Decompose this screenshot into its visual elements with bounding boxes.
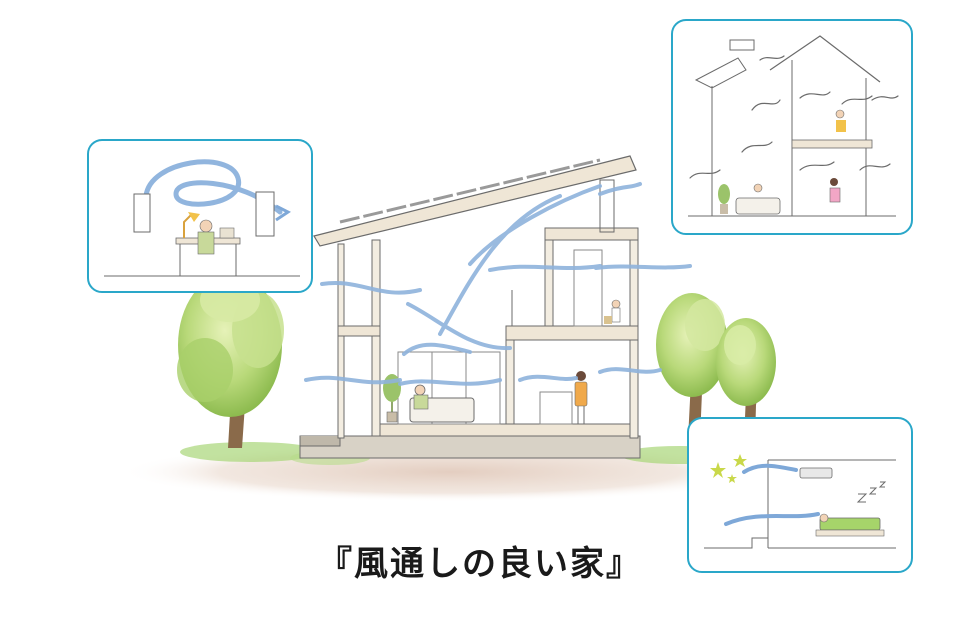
person-icon — [414, 384, 426, 396]
wind-flow — [304, 182, 692, 386]
tree-right-1 — [656, 293, 728, 440]
desk-lamp-icon — [183, 212, 200, 238]
caption-text: 風通しの良い家 — [354, 544, 606, 584]
bed-icon — [815, 517, 885, 537]
tree-right-2 — [716, 318, 776, 440]
roof-vent-icon — [729, 39, 755, 51]
inset-bedroom — [687, 417, 913, 573]
house-section — [299, 155, 641, 459]
caption-close-bracket: 』 — [606, 544, 642, 584]
inset-study-desk — [87, 139, 313, 293]
star-icon — [710, 454, 747, 483]
caption-open-bracket: 『 — [318, 544, 354, 584]
roof — [313, 155, 637, 247]
plant-icon — [718, 184, 730, 214]
tree-left — [177, 273, 284, 448]
window-icon — [133, 193, 151, 233]
sofa-icon — [735, 197, 781, 215]
air-conditioner-icon — [799, 467, 833, 479]
window-icon — [255, 191, 275, 237]
caption: 『風通しの良い家』 — [0, 534, 960, 594]
inset-house-section — [671, 19, 913, 235]
bookshelf-icon — [219, 227, 235, 239]
house-furniture — [383, 299, 621, 425]
sleep-z-icon — [856, 481, 887, 503]
